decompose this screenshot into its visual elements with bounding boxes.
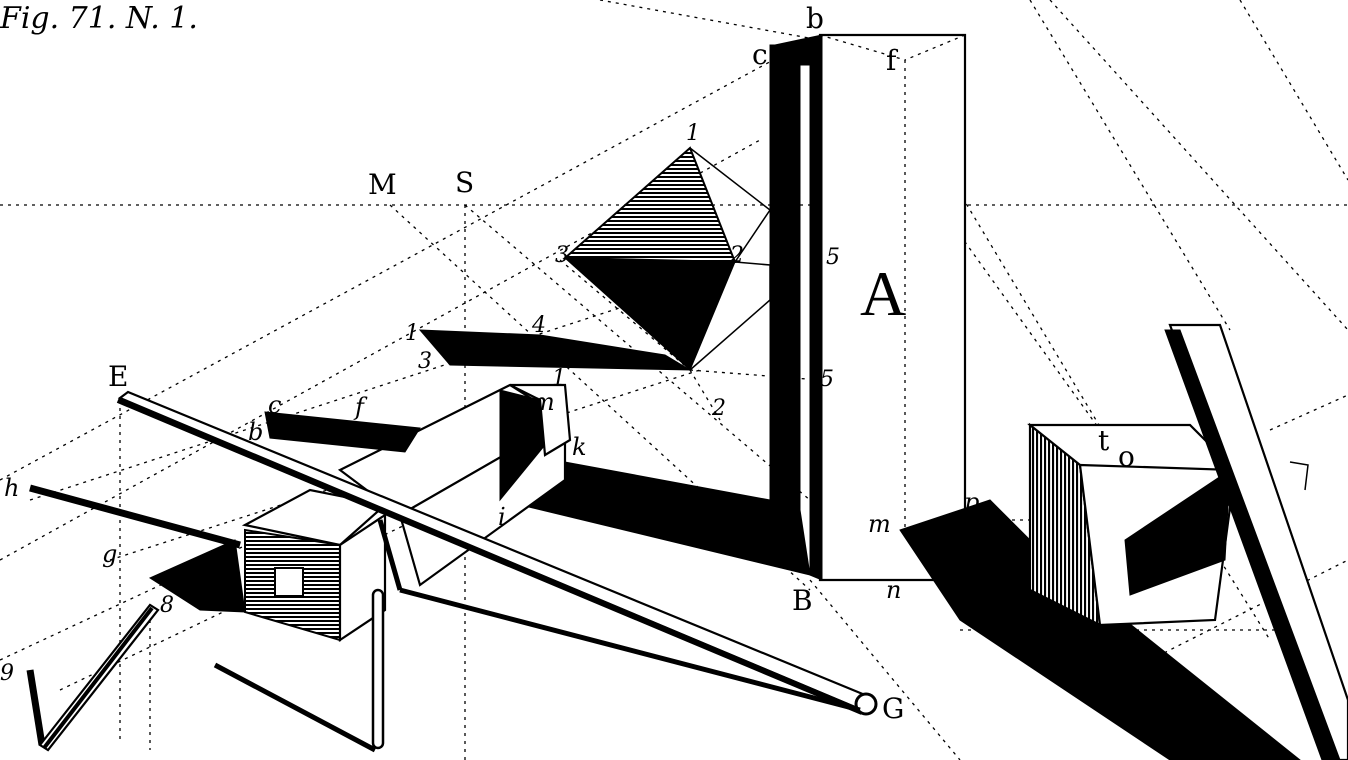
label-f-left: f xyxy=(353,393,368,421)
label-shadow-4: 4 xyxy=(531,313,546,338)
label-shadow-3: 3 xyxy=(418,349,432,374)
label-d: d xyxy=(990,618,1005,646)
label-s: S xyxy=(455,166,474,199)
label-n: n xyxy=(886,576,901,604)
pyramid xyxy=(418,146,772,371)
label-f-top: f xyxy=(886,44,899,77)
label-h: h xyxy=(4,474,19,502)
figure-title: Fig. 71. N. 1. xyxy=(0,1,198,36)
label-pyr-side: 5 xyxy=(826,245,840,270)
label-m-right: m xyxy=(868,510,891,538)
right-cube xyxy=(899,323,1348,760)
label-g-lower: g xyxy=(102,540,117,568)
label-pyr-low2: 2 xyxy=(711,396,726,421)
label-pyr-right: 2 xyxy=(729,243,744,268)
beam-and-cubes xyxy=(148,383,572,643)
figure-labels: Fig. 71. N. 1. A M S b c f E B G 1 3 2 5… xyxy=(0,1,1142,725)
label-pyr-left: 3 xyxy=(555,243,569,268)
label-pyr-low5: 5 xyxy=(820,367,834,392)
label-m: M xyxy=(368,168,397,201)
label-k: k xyxy=(572,433,587,461)
label-b-top: b xyxy=(806,2,824,35)
label-o: o xyxy=(1118,440,1135,473)
label-9: 9 xyxy=(0,661,14,686)
label-pyr-apex: 1 xyxy=(686,121,700,146)
label-i: i xyxy=(498,503,506,531)
label-m-left: m xyxy=(532,388,555,416)
label-p: p xyxy=(964,488,979,516)
label-shadow-1: 1 xyxy=(405,321,419,346)
label-8: 8 xyxy=(160,593,174,618)
rods xyxy=(26,390,878,753)
label-q: q xyxy=(1124,624,1142,657)
label-e: E xyxy=(108,360,128,393)
label-g: G xyxy=(882,692,904,725)
tall-prism-a xyxy=(499,33,967,582)
label-c-top: c xyxy=(752,38,768,71)
label-pyr-low1: 1 xyxy=(552,366,566,391)
label-b-left: b xyxy=(248,418,263,446)
label-c-left: c xyxy=(268,391,281,419)
label-t: t xyxy=(1098,424,1110,457)
label-main-a: A xyxy=(860,258,906,329)
label-b-base: B xyxy=(792,584,813,617)
